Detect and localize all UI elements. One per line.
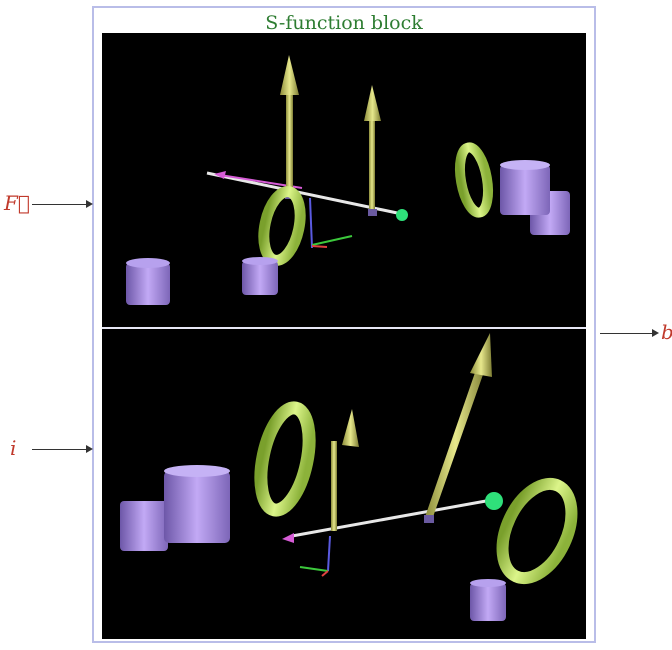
force-arrow-head-small — [342, 409, 359, 447]
axle — [291, 497, 498, 538]
force-arrow-shaft-2 — [369, 119, 375, 211]
cylinder-6-top — [164, 465, 230, 477]
input-force-label: F⃗ — [4, 191, 30, 215]
cylinder-2 — [242, 261, 278, 295]
axis-y — [311, 235, 353, 246]
cylinder-4-top — [500, 160, 550, 170]
force-arrow-base-long — [424, 515, 434, 523]
cylinder-4 — [500, 165, 550, 215]
top-scene — [126, 55, 570, 305]
force-arrow-head-2 — [364, 85, 381, 121]
axis-z — [327, 535, 331, 572]
arrow-right-icon — [86, 200, 93, 208]
ring-right — [454, 142, 494, 218]
axis-y — [299, 566, 329, 572]
cylinder-1 — [126, 263, 170, 305]
ring-big-left — [254, 401, 316, 517]
block-title: S-function block — [265, 12, 423, 34]
divider-line — [102, 327, 586, 329]
force-arrow-shaft-small — [331, 441, 337, 531]
cylinder-5 — [120, 501, 168, 551]
s-function-block: S-function block — [92, 6, 596, 643]
axis-r — [321, 570, 329, 577]
force-arrow-head-1 — [280, 55, 299, 95]
force-arrow-base-2 — [368, 209, 377, 216]
cylinder-7-top — [470, 579, 506, 587]
force-arrow-shaft-1 — [286, 93, 293, 193]
input-force-line — [32, 204, 86, 205]
ring-big-right — [496, 477, 578, 585]
bottom-3d-view — [102, 331, 586, 639]
axis-r — [311, 245, 328, 248]
axis-x-arrowhead — [214, 171, 226, 179]
sphere — [396, 209, 408, 221]
view-divider — [102, 325, 586, 331]
axis-z — [309, 197, 313, 249]
arrow-right-icon — [652, 329, 659, 337]
sphere — [485, 492, 503, 510]
input-current-line — [32, 449, 86, 450]
cylinder-1-top — [126, 258, 170, 268]
output-line — [600, 333, 652, 334]
cylinder-7 — [470, 583, 506, 621]
force-arrow-shaft-long — [425, 364, 486, 517]
top-3d-view — [102, 33, 586, 325]
bottom-scene — [120, 333, 578, 621]
cylinder-2-top — [242, 257, 278, 265]
output-label: b — [661, 320, 672, 344]
cylinder-6 — [164, 471, 230, 543]
ring-left — [258, 186, 306, 266]
arrow-right-icon — [86, 445, 93, 453]
axis-x-arrowhead — [282, 533, 294, 543]
input-current-label: i — [10, 436, 17, 460]
force-arrow-head-long — [470, 333, 492, 377]
